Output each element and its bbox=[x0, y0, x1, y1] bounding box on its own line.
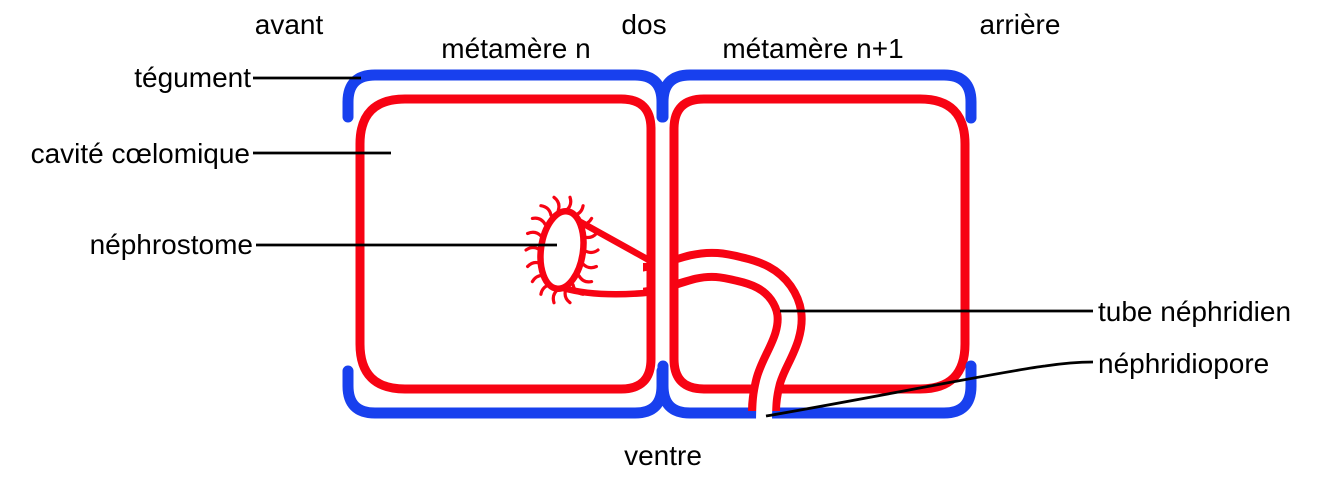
label-avant: avant bbox=[255, 9, 324, 40]
label-nephridiopore: néphridiopore bbox=[1098, 348, 1269, 379]
nephrostome-cilia bbox=[524, 195, 600, 305]
label-metamere-n1: métamère n+1 bbox=[722, 33, 903, 64]
label-arriere: arrière bbox=[980, 9, 1061, 40]
label-nephrostome: néphrostome bbox=[90, 229, 253, 260]
label-tegument: tégument bbox=[134, 62, 251, 93]
label-cavite-coelomique: cavité cœlomique bbox=[31, 138, 250, 169]
label-ventre: ventre bbox=[624, 440, 702, 471]
label-tube-nephridien: tube néphridien bbox=[1098, 296, 1291, 327]
coelom-wall-metamere-n1 bbox=[669, 94, 970, 394]
nephrostome-opening bbox=[537, 208, 587, 292]
tegument-outline-bottom-right bbox=[657, 360, 977, 419]
pointer-nephridiopore bbox=[765, 360, 1094, 418]
label-metamere-n: métamère n bbox=[441, 33, 590, 64]
coelom-wall-metamere-n bbox=[355, 94, 656, 394]
nephridial-tube-lumen bbox=[627, 256, 798, 426]
septum-gap bbox=[655, 140, 670, 352]
label-dos: dos bbox=[621, 9, 666, 40]
tegument-outline-top-right bbox=[657, 69, 977, 124]
